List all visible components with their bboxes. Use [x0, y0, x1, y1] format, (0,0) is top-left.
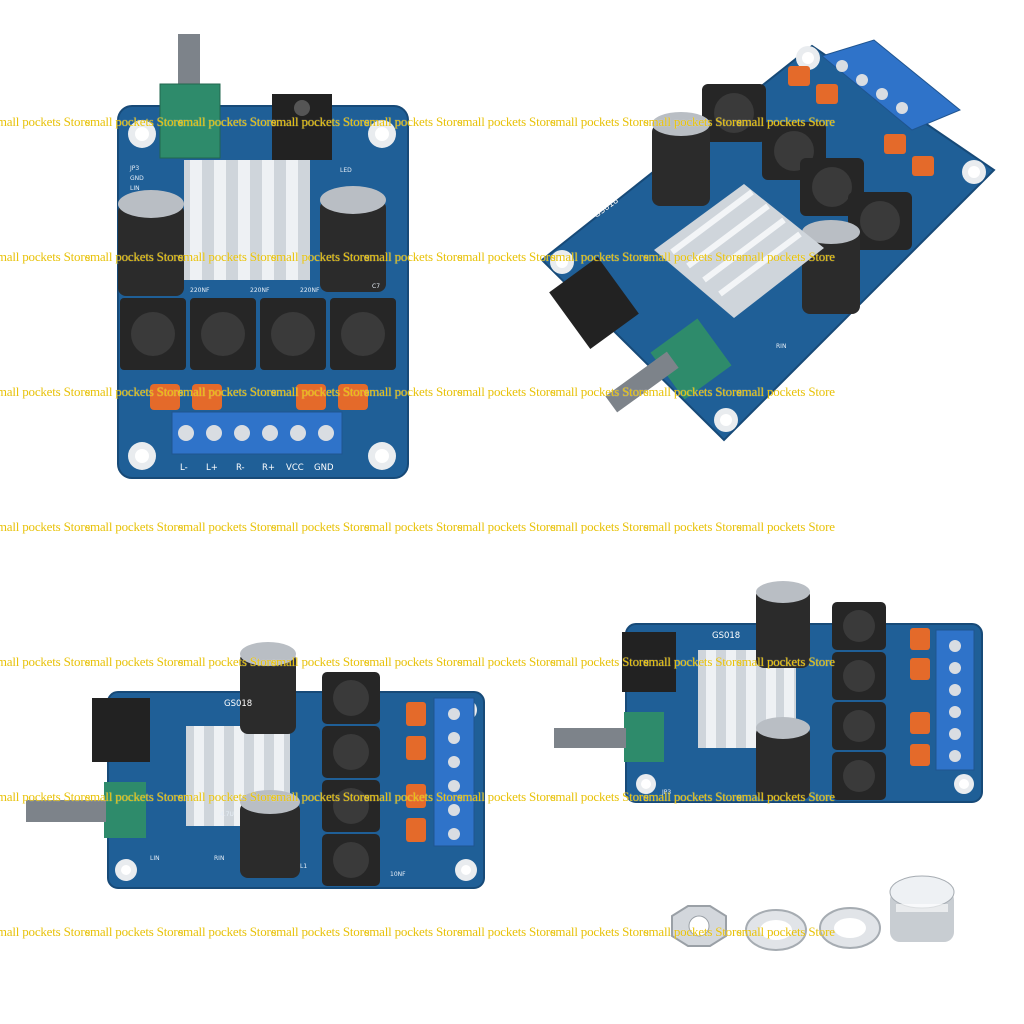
- silkscreen-rin: RIN: [776, 343, 786, 350]
- silkscreen-lin: LIN: [150, 855, 160, 862]
- photo-board-angled-view: GS018 RIN: [512, 0, 1024, 512]
- silkscreen-l1: L1: [300, 863, 307, 870]
- photo-board-side-view: GS018 LIN RIN 4.7U 10NF L1: [0, 512, 512, 1024]
- terminal-block: [935, 629, 975, 771]
- film-capacitors: [788, 66, 934, 176]
- board-side-svg: GS018 LIN RIN 4.7U 10NF L1: [26, 642, 485, 889]
- potentiometer: [605, 318, 732, 413]
- silkscreen-model: GS018: [224, 699, 252, 709]
- heatsink: [184, 160, 310, 280]
- inductors: [832, 602, 886, 800]
- film-capacitors: [150, 384, 368, 410]
- silkscreen-cap: 220NF: [190, 287, 210, 294]
- audio-jack: [622, 632, 676, 692]
- silkscreen-cap: 220NF: [300, 287, 320, 294]
- film-capacitors: [910, 628, 930, 766]
- mounting-holes: [128, 120, 396, 470]
- terminal-label: R+: [262, 463, 275, 473]
- silkscreen: JP3 GND LIN LED 220NF 220NF 220NF C7: [129, 165, 380, 294]
- film-capacitors: [406, 702, 426, 842]
- terminal-block: [820, 39, 961, 131]
- board-top-svg: L- L+ R- R+ VCC GND JP3 GND LIN LED 220N…: [117, 34, 409, 479]
- photo-board-and-accessories: GS018 JP3: [512, 512, 1024, 1024]
- audio-jack: [92, 698, 150, 762]
- silkscreen-gnd: GND: [130, 175, 144, 182]
- silkscreen-model: GS018: [712, 631, 740, 641]
- board-accessories-svg: GS018 JP3: [554, 581, 983, 951]
- inductors: [702, 84, 912, 250]
- knob: [889, 875, 955, 942]
- potentiometer: [26, 782, 146, 838]
- silkscreen-10nf: 10NF: [390, 871, 406, 878]
- silkscreen-led: LED: [340, 167, 352, 174]
- silkscreen-c7: C7: [372, 283, 380, 290]
- capacitors: [118, 186, 386, 296]
- terminal-block: [433, 697, 475, 847]
- mounting-holes: [550, 46, 986, 432]
- inductors: [322, 672, 380, 886]
- photo-board-top-view: L- L+ R- R+ VCC GND JP3 GND LIN LED 220N…: [0, 0, 512, 512]
- capacitors: [756, 581, 810, 800]
- heatsink: [654, 184, 824, 318]
- washer: [819, 907, 881, 949]
- silkscreen-jp3: JP3: [129, 165, 139, 172]
- silkscreen-lin: LIN: [130, 185, 140, 192]
- terminal-label: L+: [206, 463, 218, 473]
- audio-jack: [549, 257, 639, 349]
- potentiometer: [159, 83, 221, 159]
- hex-nut: [671, 905, 727, 947]
- terminal-label: GND: [314, 463, 334, 473]
- board-angled-svg: GS018 RIN: [540, 39, 996, 442]
- terminal-labels: L- L+ R- R+ VCC GND: [180, 463, 334, 473]
- terminal-label: R-: [236, 463, 245, 473]
- terminal-label: L-: [180, 463, 188, 473]
- silkscreen-jp3: JP3: [661, 789, 671, 796]
- silkscreen-rin: RIN: [214, 855, 224, 862]
- capacitors: [240, 642, 300, 878]
- inductors: [120, 298, 396, 370]
- silkscreen-4-7u: 4.7U: [220, 811, 234, 818]
- potentiometer: [554, 712, 664, 762]
- washer: [745, 909, 807, 951]
- terminal-label: VCC: [286, 463, 304, 473]
- silkscreen-cap: 220NF: [250, 287, 270, 294]
- terminal-block: [171, 411, 343, 455]
